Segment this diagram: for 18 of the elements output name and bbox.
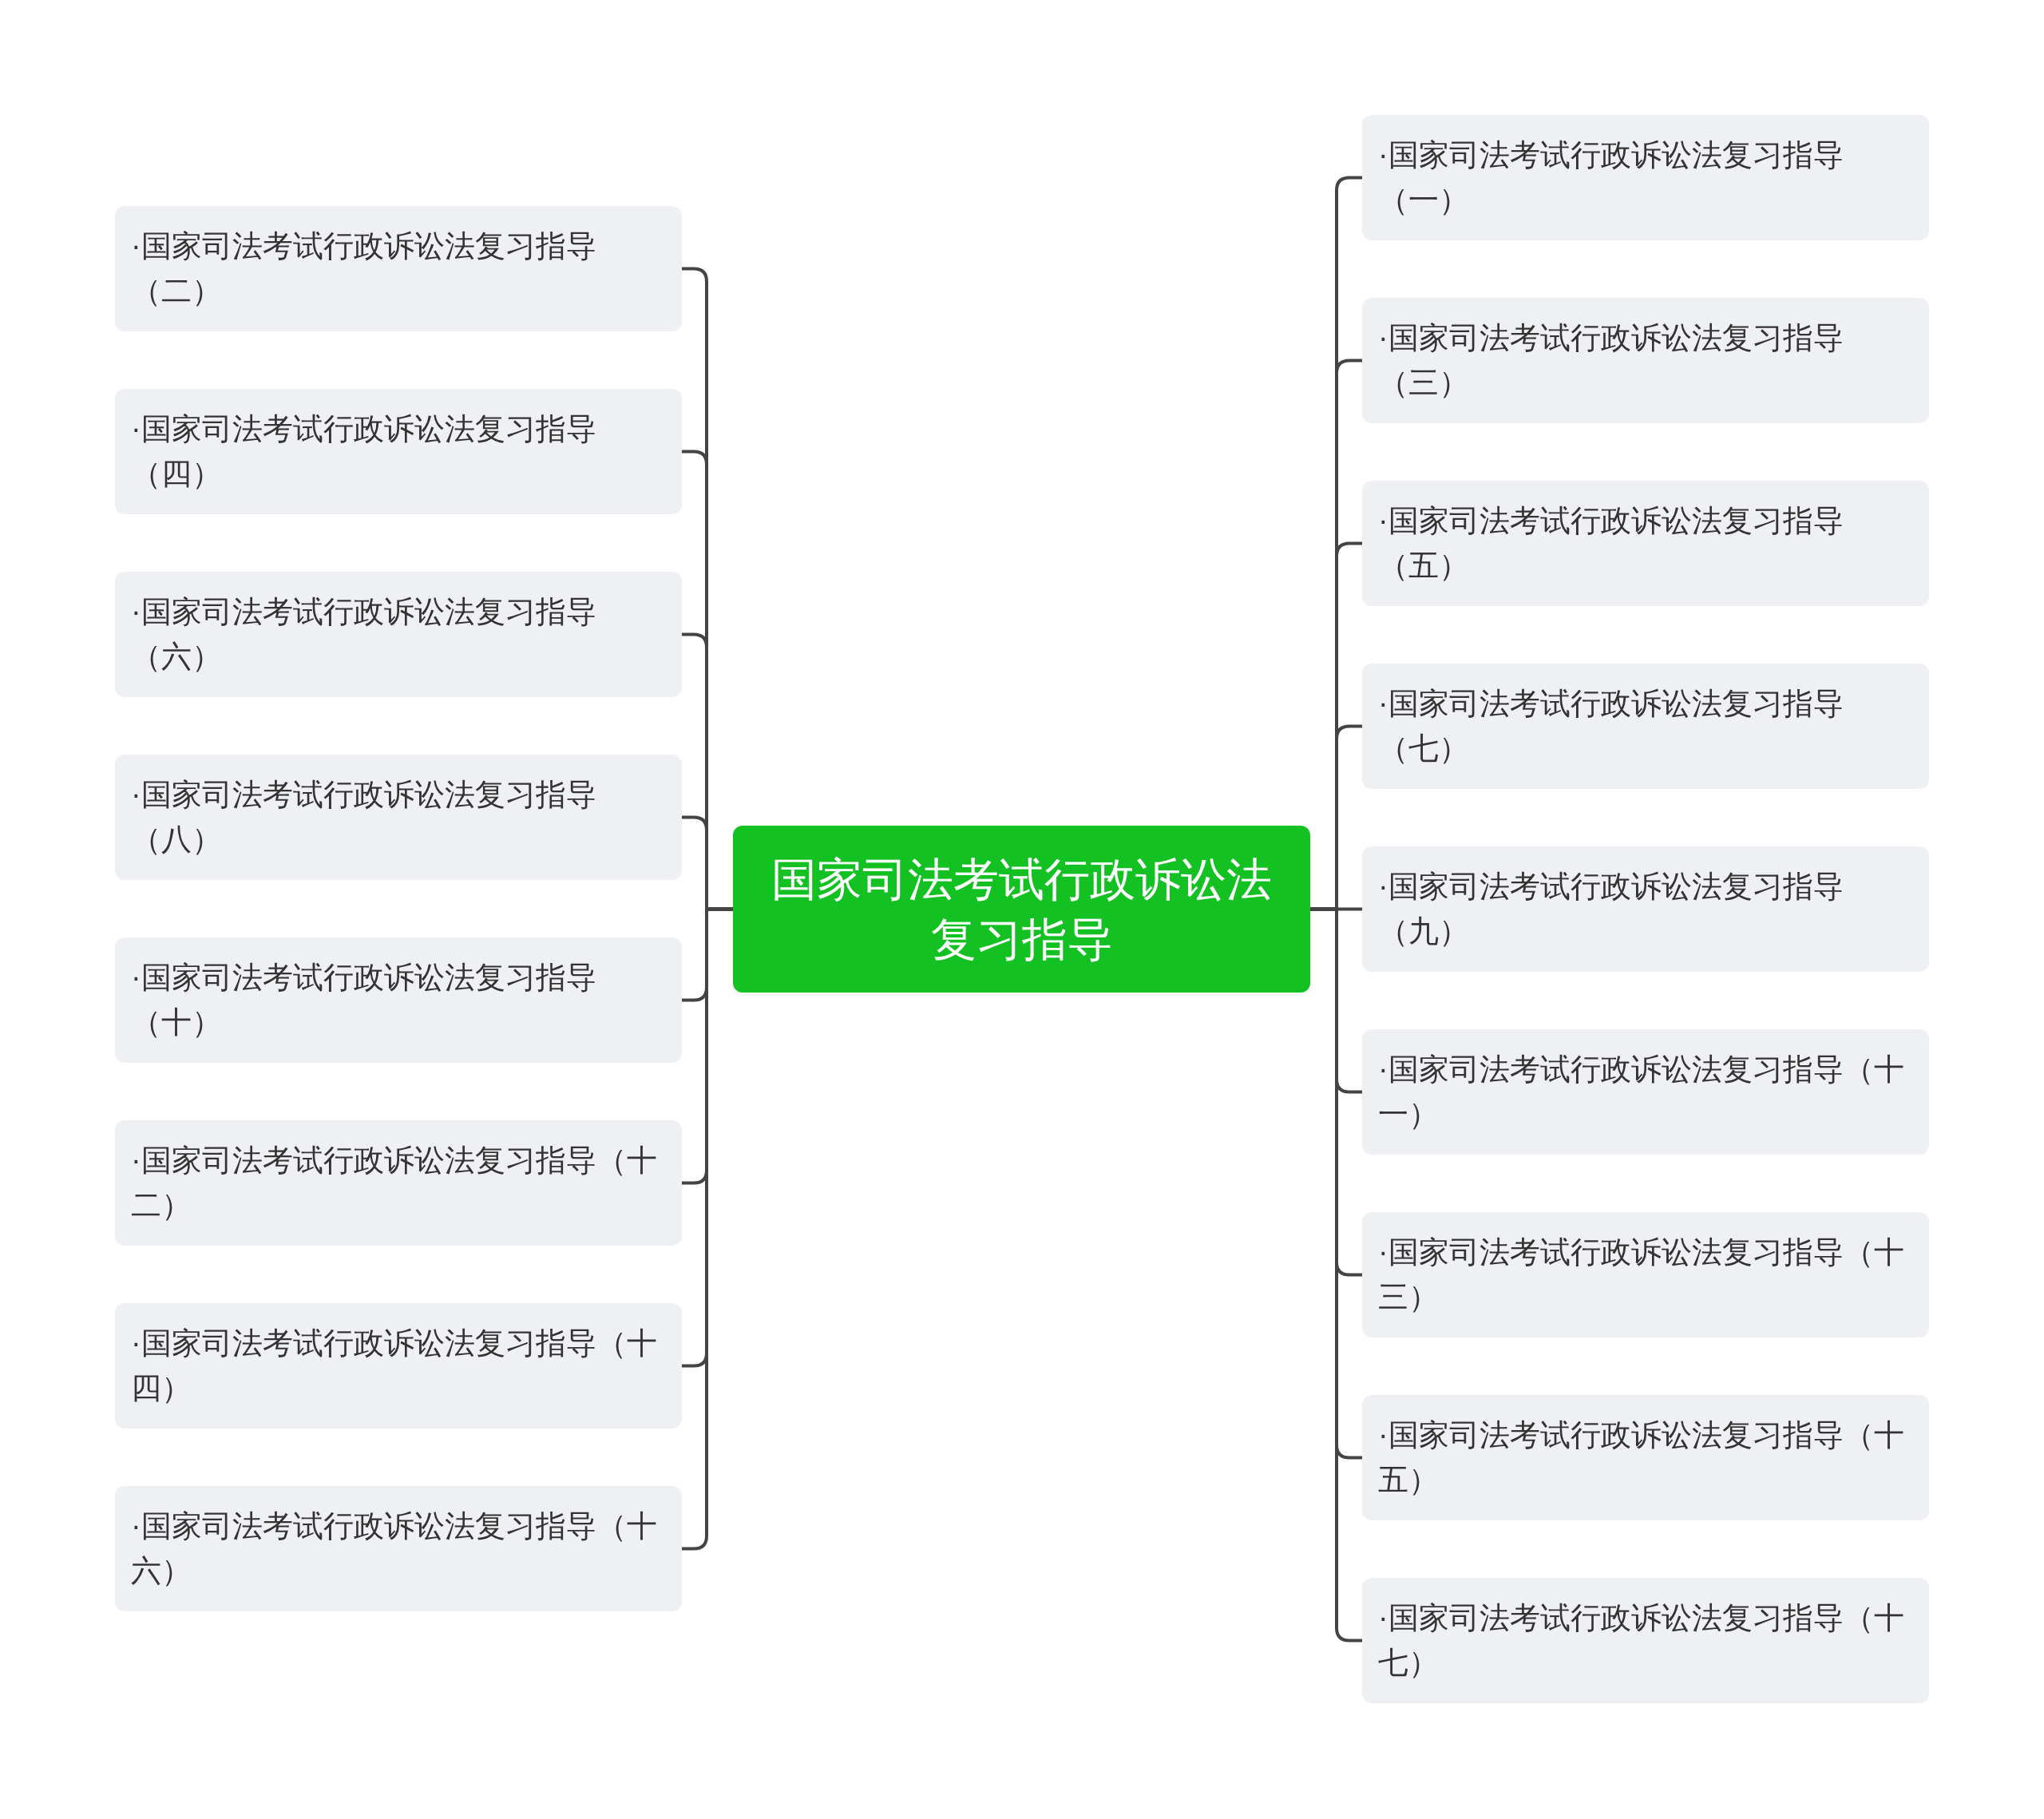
topic-box: ·国家司法考试行政诉讼法复习指导（八） [115, 755, 682, 880]
topic-box: ·国家司法考试行政诉讼法复习指导（十） [115, 937, 682, 1063]
topic-box: ·国家司法考试行政诉讼法复习指导（十五） [1362, 1395, 1929, 1520]
topic-box: ·国家司法考试行政诉讼法复习指导（十三） [1362, 1212, 1929, 1338]
topic-box: ·国家司法考试行政诉讼法复习指导（七） [1362, 664, 1929, 789]
topic-box: ·国家司法考试行政诉讼法复习指导（十七） [1362, 1578, 1929, 1703]
topic-box: ·国家司法考试行政诉讼法复习指导（六） [115, 572, 682, 697]
topic-box: ·国家司法考试行政诉讼法复习指导（九） [1362, 846, 1929, 972]
topic-box: ·国家司法考试行政诉讼法复习指导（十六） [115, 1486, 682, 1611]
topic-box: ·国家司法考试行政诉讼法复习指导（三） [1362, 298, 1929, 423]
topic-box: ·国家司法考试行政诉讼法复习指导（十一） [1362, 1029, 1929, 1155]
topic-box: ·国家司法考试行政诉讼法复习指导（四） [115, 389, 682, 514]
topic-box: ·国家司法考试行政诉讼法复习指导（十二） [115, 1120, 682, 1246]
central-topic: 国家司法考试行政诉讼法复习指导 [733, 826, 1310, 993]
topic-box: ·国家司法考试行政诉讼法复习指导（二） [115, 206, 682, 331]
topic-box: ·国家司法考试行政诉讼法复习指导（一） [1362, 115, 1929, 240]
topic-box: ·国家司法考试行政诉讼法复习指导（十四） [115, 1303, 682, 1429]
topic-box: ·国家司法考试行政诉讼法复习指导（五） [1362, 481, 1929, 606]
